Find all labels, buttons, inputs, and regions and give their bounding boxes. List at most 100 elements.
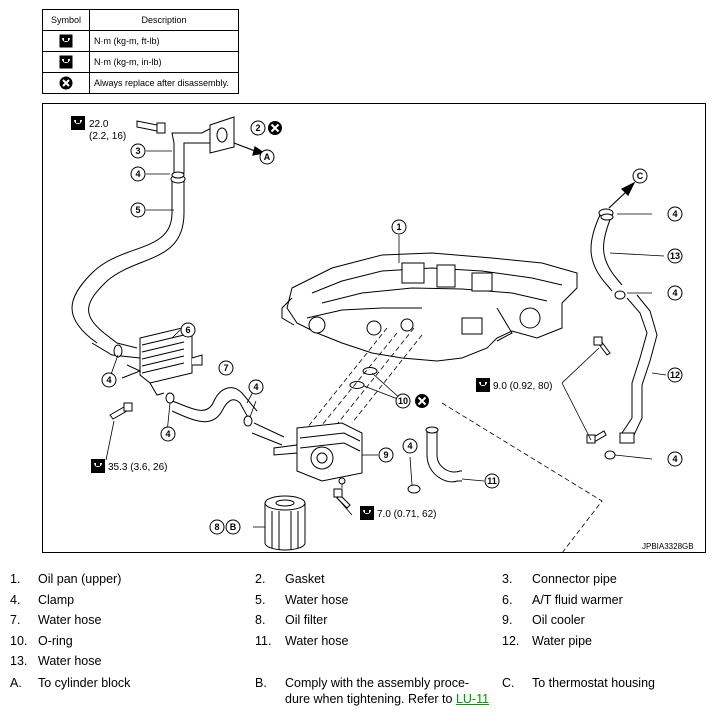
svg-text:1: 1 xyxy=(396,222,401,232)
svg-text:B: B xyxy=(230,522,237,532)
legend-row: 7. Water hose 8. Oil filter 9. Oil coole… xyxy=(10,613,710,633)
legend-text: Oil cooler xyxy=(532,613,585,627)
clamps xyxy=(113,171,626,494)
legend-text: Water pipe xyxy=(532,634,592,648)
legend-row: 10. O-ring 11. Water hose 12. Water pipe xyxy=(10,634,710,654)
callout-12: 12 xyxy=(667,367,683,383)
torque-label-4: 7.0 (0.71, 62) xyxy=(377,509,436,520)
callout-1: 1 xyxy=(391,219,407,235)
callout-5: 5 xyxy=(130,202,146,218)
callout-4h: 4 xyxy=(667,451,683,467)
svg-text:3: 3 xyxy=(135,146,140,156)
svg-text:4: 4 xyxy=(672,288,677,298)
legend-key: 8. xyxy=(255,613,266,627)
symbol-desc-2: N·m (kg-m, in-lb) xyxy=(89,51,239,73)
torque-wrench-icon xyxy=(59,34,73,48)
oil-cooler xyxy=(273,422,363,485)
symbol-table: Symbol Description N·m (kg-m, ft-lb) N·m… xyxy=(42,9,239,94)
guide-lines xyxy=(306,327,603,553)
torque-wrench-icon xyxy=(71,116,85,130)
torque-label-3: 35.3 (3.6, 26) xyxy=(108,462,167,473)
lu-11-link[interactable]: LU-11 xyxy=(455,692,490,706)
svg-text:6: 6 xyxy=(185,325,190,335)
callout-c: C xyxy=(632,168,648,184)
callout-8: 8 xyxy=(209,519,225,535)
svg-text:9: 9 xyxy=(383,450,388,460)
symbol-desc-3: Always replace after disassembly. xyxy=(89,72,239,94)
callout-4e: 4 xyxy=(402,438,418,454)
legend-text: Water hose xyxy=(38,654,102,668)
torque-wrench-small-icon xyxy=(59,55,73,69)
water-hose-13 xyxy=(590,208,623,292)
torque-wrench-small-icon xyxy=(476,378,490,392)
legend-row: dure when tightening. Refer to LU-11 xyxy=(10,692,710,712)
legend-text: A/T fluid warmer xyxy=(532,593,623,607)
legend-text: Clamp xyxy=(38,593,75,607)
legend-text: Water hose xyxy=(285,593,349,607)
callout-4c: 4 xyxy=(248,379,264,395)
callout-6: 6 xyxy=(180,322,196,338)
callout-b: B xyxy=(225,519,241,535)
legend-key: 7. xyxy=(10,613,21,627)
legend-key: 9. xyxy=(502,613,513,627)
connector-pipe xyxy=(136,116,235,174)
water-hose-11 xyxy=(425,426,462,483)
legend-text: To cylinder block xyxy=(38,676,131,690)
legend-key: 10. xyxy=(10,634,28,648)
legend-key: 4. xyxy=(10,593,21,607)
legend-key: 5. xyxy=(255,593,266,607)
callout-4b: 4 xyxy=(101,372,117,388)
callout-10: 10 xyxy=(395,393,411,409)
svg-text:4: 4 xyxy=(672,209,677,219)
arrow-a xyxy=(233,142,266,156)
legend-text: To thermostat housing xyxy=(532,676,655,690)
callout-4d: 4 xyxy=(160,426,176,442)
legend-row: 4. Clamp 5. Water hose 6. A/T fluid warm… xyxy=(10,593,710,613)
callout-3: 3 xyxy=(130,143,146,159)
svg-text:11: 11 xyxy=(487,476,497,486)
legend-b-line2: dure when tightening. Refer to xyxy=(285,692,453,706)
legend-key: C. xyxy=(502,676,515,690)
arrow-c xyxy=(608,181,636,209)
svg-text:12: 12 xyxy=(670,370,680,380)
legend-row: A. To cylinder block B. Comply with the … xyxy=(10,676,710,696)
header-symbol: Symbol xyxy=(42,9,90,31)
replace-x-icon xyxy=(267,120,283,136)
water-pipe-12 xyxy=(619,294,658,444)
svg-text:4: 4 xyxy=(135,169,140,179)
svg-text:4: 4 xyxy=(407,441,412,451)
symbol-desc-1: N·m (kg-m, ft-lb) xyxy=(89,30,239,52)
replace-x-icon xyxy=(414,393,430,409)
torque-label-1b: (2.2, 16) xyxy=(89,131,126,142)
callout-4g: 4 xyxy=(667,285,683,301)
legend-text: O-ring xyxy=(38,634,73,648)
svg-text:10: 10 xyxy=(398,396,408,406)
svg-text:8: 8 xyxy=(214,522,219,532)
torque-wrench-icon xyxy=(91,459,105,473)
callout-11: 11 xyxy=(484,473,500,489)
svg-text:13: 13 xyxy=(670,251,680,261)
bolts xyxy=(109,336,611,509)
legend-text: Comply with the assembly proce- xyxy=(285,676,470,690)
legend-text: Gasket xyxy=(285,572,325,586)
legend-row: 1. Oil pan (upper) 2. Gasket 3. Connecto… xyxy=(10,572,710,592)
svg-text:C: C xyxy=(637,171,644,181)
oil-pan-upper xyxy=(281,252,578,362)
torque-label-1: 22.0 xyxy=(89,119,109,130)
callout-4f: 4 xyxy=(667,206,683,222)
svg-text:4: 4 xyxy=(672,454,677,464)
legend-key: 1. xyxy=(10,572,21,586)
o-rings xyxy=(349,367,378,389)
legend-key: 11. xyxy=(255,634,272,648)
diagram-frame xyxy=(42,103,706,553)
torque-label-2: 9.0 (0.92, 80) xyxy=(493,381,552,392)
legend-key: 13. xyxy=(10,654,28,668)
torque-wrench-small-icon xyxy=(360,506,374,520)
callout-4a: 4 xyxy=(130,166,146,182)
callout-2: 2 xyxy=(250,120,266,136)
svg-text:4: 4 xyxy=(165,429,170,439)
water-hose-7 xyxy=(171,387,258,423)
callout-9: 9 xyxy=(378,447,394,463)
callout-13: 13 xyxy=(667,248,683,264)
legend-row: 13. Water hose xyxy=(10,654,710,674)
